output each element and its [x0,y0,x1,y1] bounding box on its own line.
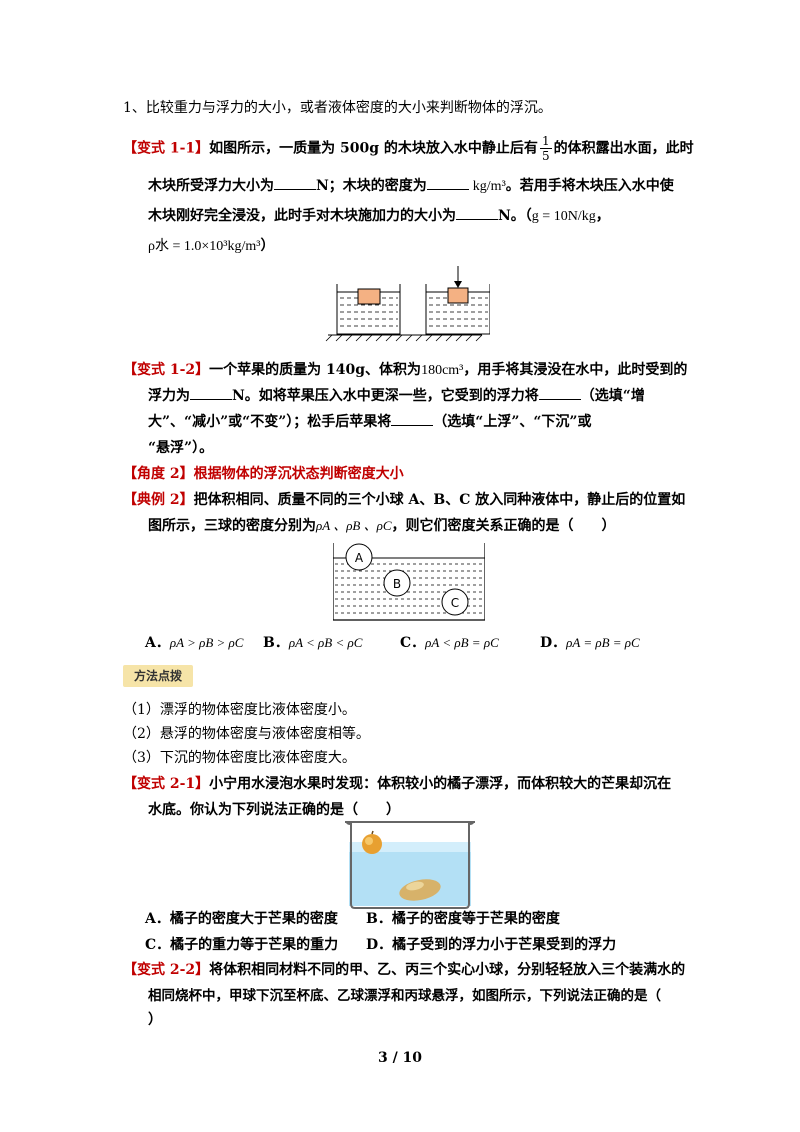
answer-blank[interactable] [391,425,434,426]
q2-1-tag: 【变式 2-1】 [123,776,210,792]
q1-1-line4: ρ水 = 1.0×10³kg/m³） [148,238,275,254]
ex2-tag: 【典例 2】 [123,492,194,508]
q2-1-option-d[interactable]: D．橘子受到的浮力小于芒果受到的浮力 [366,937,617,953]
fruit-bowl-figure [345,821,475,909]
q1-1-tag: 【变式 1-1】 [123,140,210,157]
method-point-3: （3）下沉的物体密度比液体密度大。 [123,750,356,766]
q1-1-text-b: 的体积露出水面，此时 [553,140,694,157]
q2-2-tag: 【变式 2-2】 [123,962,210,978]
beakers-block-figure [325,266,490,342]
ball-a-label: A [355,551,364,565]
q2-1-line1: 【变式 2-1】小宁用水浸泡水果时发现：体积较小的橘子漂浮，而体积较大的芒果却沉… [123,776,672,792]
q1-2-tag: 【变式 1-2】 [123,362,210,378]
q1-2-line1: 【变式 1-2】一个苹果的质量为 140g、体积为180cm³，用手将其浸没在水… [123,362,688,378]
ex2-line2: 图所示，三球的密度分别为ρA 、ρB 、ρC，则它们密度关系正确的是（ ） [148,518,616,534]
q2-2-line2: 相同烧杯中，甲球下沉至杯底、乙球漂浮和丙球悬浮，如图所示，下列说法正确的是（ [148,988,661,1004]
ball-b-label: B [393,577,401,591]
answer-blank[interactable] [456,219,498,220]
intro-text: 1、比较重力与浮力的大小，或者液体密度的大小来判断物体的浮沉。 [123,100,552,116]
page-number: 3 / 10 [377,1050,423,1066]
method-badge: 方法点拨 [123,665,193,687]
ex2-option-a[interactable]: A．ρA > ρB > ρC [145,635,244,651]
q2-1-option-c[interactable]: C．橘子的重力等于芒果的重力 [145,937,339,953]
q1-1-text-a: 如图所示，一质量为 500g 的木块放入水中静止后有 [209,140,538,157]
answer-blank[interactable] [538,399,581,400]
q2-1-option-b[interactable]: B．橘子的密度等于芒果的密度 [366,911,560,927]
q2-2-line3: ） [148,1012,162,1028]
q2-2-line1: 【变式 2-2】将体积相同材料不同的甲、乙、丙三个实心小球，分别轻轻放入三个装满… [123,962,686,978]
method-point-1: （1）漂浮的物体密度比液体密度小。 [123,702,356,718]
ex2-option-b[interactable]: B．ρA < ρB < ρC [263,635,363,651]
ball-c-label: C [451,596,459,610]
q1-2-line4: “悬浮”）。 [148,440,214,456]
answer-blank[interactable] [274,189,316,190]
ex2-line1: 【典例 2】把体积相同、质量不同的三个小球 A、B、C 放入同种液体中，静止后的… [123,492,686,508]
q2-1-option-a[interactable]: A．橘子的密度大于芒果的密度 [145,911,338,927]
angle-2-heading: 【角度 2】根据物体的浮沉状态判断密度大小 [123,466,404,482]
ex2-option-d[interactable]: D．ρA = ρB = ρC [540,635,640,651]
answer-blank[interactable] [190,399,232,400]
answer-blank[interactable] [426,189,469,190]
q1-2-line3: 大”、“减小”或“不变”）；松手后苹果将（选填“上浮”、“下沉”或 [148,414,592,430]
three-balls-figure: A B C [333,543,485,621]
q2-1-line2: 水底。你认为下列说法正确的是（ ） [148,802,400,818]
ex2-option-c[interactable]: C．ρA < ρB = ρC [400,635,499,651]
method-point-2: （2）悬浮的物体密度与液体密度相等。 [123,726,370,742]
